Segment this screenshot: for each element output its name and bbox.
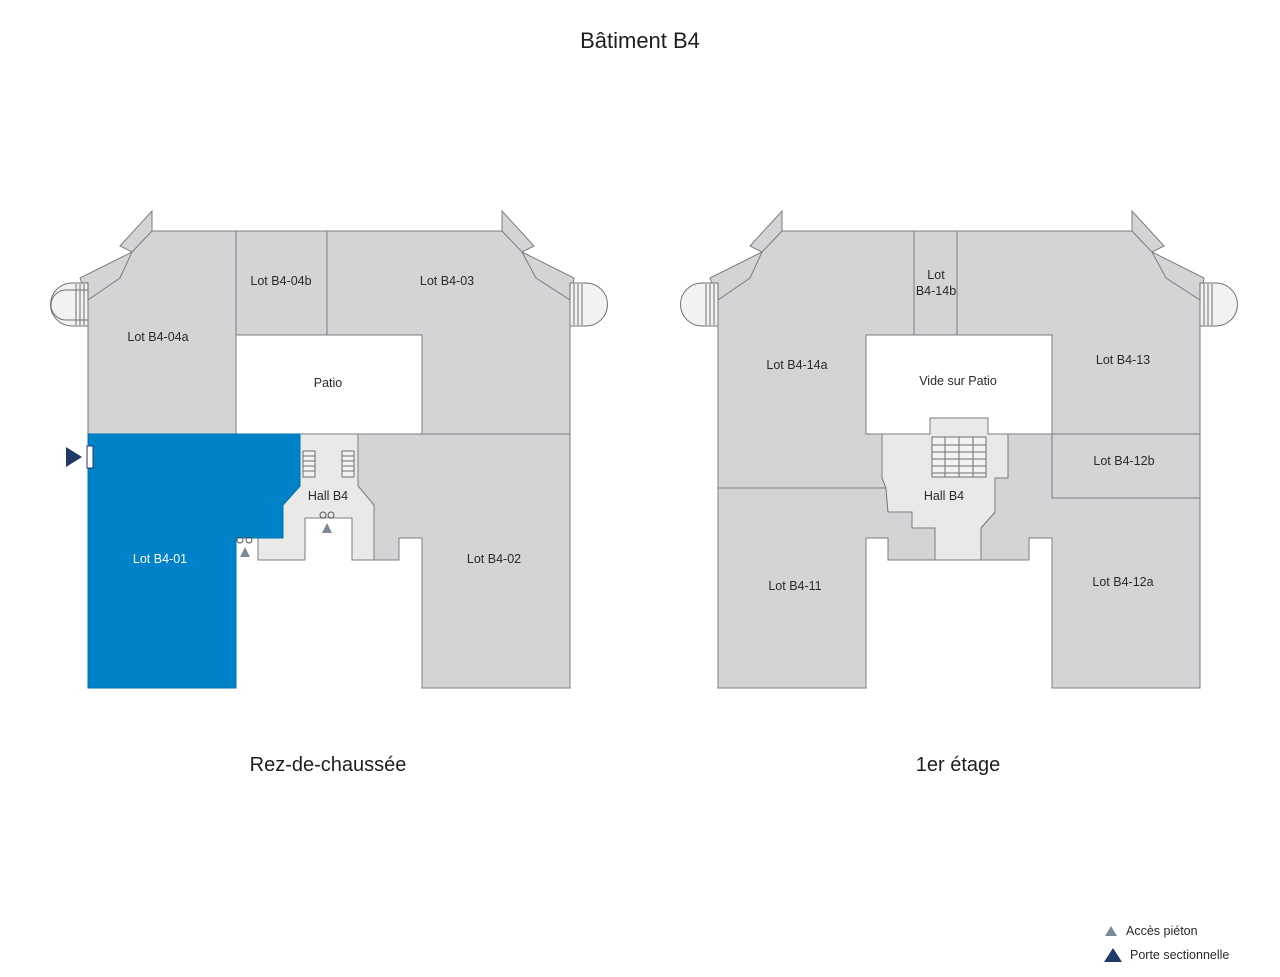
legend: Accès piéton Porte sectionnelle xyxy=(1104,919,1229,967)
label-lot-b4-12b: Lot B4-12b xyxy=(1093,454,1154,468)
ground-stair-left xyxy=(302,450,316,478)
legend-label-pedestrian: Accès piéton xyxy=(1126,924,1198,938)
sectional-door-icon xyxy=(1104,948,1122,962)
lot-b4-04b[interactable] xyxy=(235,230,328,336)
ground-floor-plan: Lot B4-04a Lot B4-04b Lot B4-03 Patio Ha… xyxy=(50,209,608,689)
first-floor-plan: Lot B4-14b Lot B4-14a Vide sur Patio Lot… xyxy=(680,209,1238,689)
label-patio: Patio xyxy=(314,376,343,390)
ground-stair-right xyxy=(341,450,355,478)
label-lot-b4-02: Lot B4-02 xyxy=(467,552,521,566)
sectional-door-marker xyxy=(66,447,82,467)
first-floor-label: 1er étage xyxy=(915,754,1001,776)
label-lot-b4-04a: Lot B4-04a xyxy=(127,330,188,344)
first-left-round-stair xyxy=(680,282,719,327)
legend-item-pedestrian: Accès piéton xyxy=(1104,919,1229,943)
label-b4-14b: B4-14b xyxy=(916,284,956,298)
lot-b4-14b[interactable] xyxy=(913,230,958,336)
label-hall-b4: Hall B4 xyxy=(308,489,348,503)
patio xyxy=(235,334,423,435)
legend-item-sectional-door: Porte sectionnelle xyxy=(1104,943,1229,967)
building-title: Bâtiment B4 xyxy=(580,28,700,53)
legend-label-sectional-door: Porte sectionnelle xyxy=(1130,948,1230,962)
label-lot-b4-14a: Lot B4-14a xyxy=(766,358,827,372)
label-lot-b4-03: Lot B4-03 xyxy=(420,274,474,288)
label-lot-b4-13: Lot B4-13 xyxy=(1096,353,1150,367)
lot-b4-11[interactable] xyxy=(717,487,936,689)
label-void-patio: Vide sur Patio xyxy=(919,374,997,388)
label-lot-b4-12a: Lot B4-12a xyxy=(1092,575,1153,589)
first-right-round-stair xyxy=(1199,282,1238,327)
sectional-door-frame xyxy=(86,445,94,469)
label-hall-b4-first: Hall B4 xyxy=(924,489,964,503)
lot-b4-02[interactable] xyxy=(357,433,571,689)
ground-right-round-stair xyxy=(569,282,608,327)
pedestrian-access-marker xyxy=(322,523,332,533)
lot-b4-01[interactable] xyxy=(87,433,301,689)
pedestrian-access-marker xyxy=(240,547,250,557)
label-lot-b4-11: Lot B4-11 xyxy=(768,579,821,593)
label-lot-b4-01: Lot B4-01 xyxy=(133,552,187,566)
label-lot-b4-04b: Lot B4-04b xyxy=(250,274,311,288)
ground-floor-label: Rez-de-chaussée xyxy=(249,754,407,776)
label-lot: Lot xyxy=(927,268,945,282)
lot-b4-12b[interactable] xyxy=(1051,433,1201,499)
pedestrian-access-icon xyxy=(1105,926,1117,936)
